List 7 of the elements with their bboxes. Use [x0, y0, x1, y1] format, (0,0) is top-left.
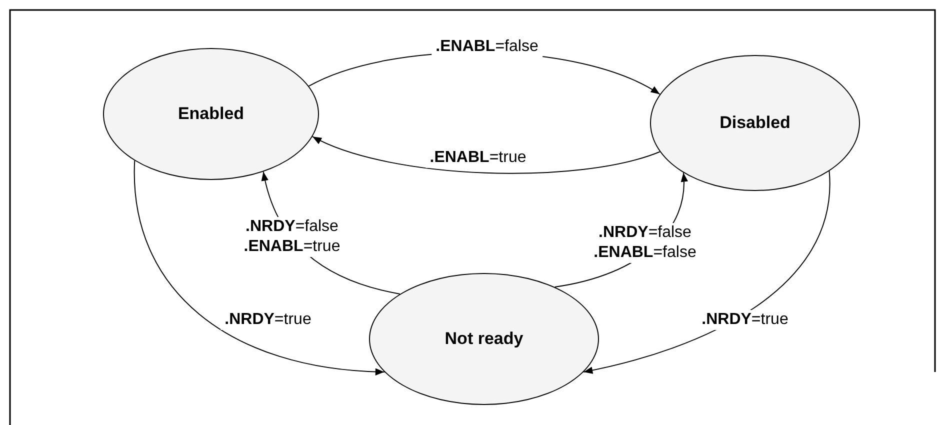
state-name: Disabled [720, 112, 790, 134]
state-name: Enabled [178, 103, 244, 126]
transition-arrow [134, 160, 385, 376]
state-name: Not ready [444, 328, 524, 350]
transition-arrow [583, 170, 830, 374]
transition-arrow [312, 136, 660, 174]
edge-label: .ENABL=false [432, 37, 542, 57]
